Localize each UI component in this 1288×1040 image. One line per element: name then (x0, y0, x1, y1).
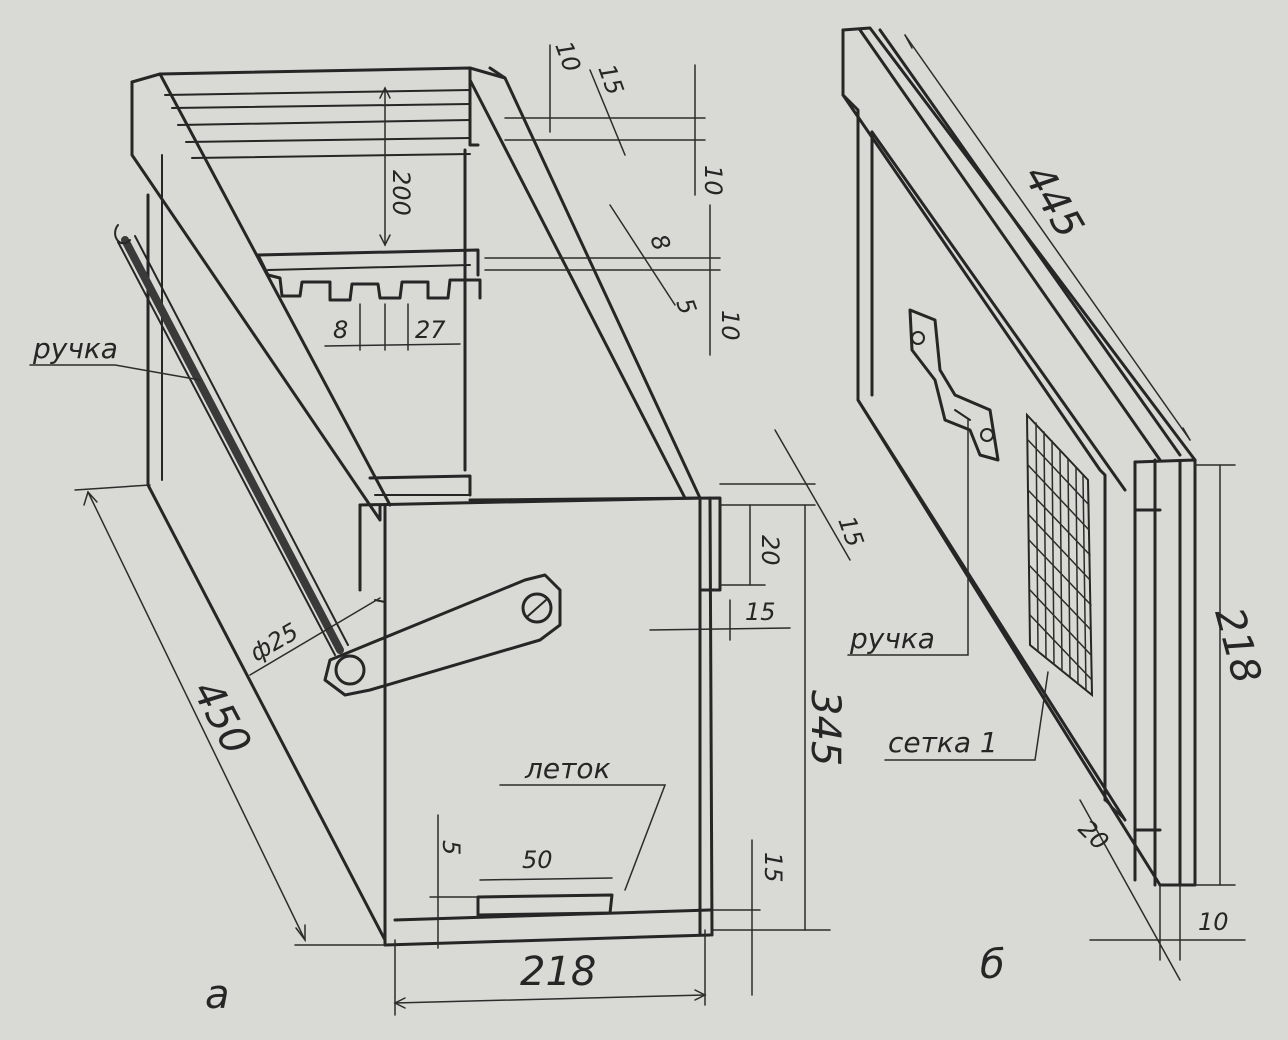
dim-200: 200 (387, 170, 415, 216)
dim-comb-27: 27 (415, 316, 446, 344)
dim-front-15-top: 15 (832, 512, 869, 550)
dim-entrance-5: 5 (437, 840, 465, 855)
dim-front-20: 20 (756, 535, 784, 566)
dimension-lines (29, 44, 851, 1016)
dimension-lines-b (847, 34, 1246, 981)
dim-comb-8: 8 (333, 316, 348, 344)
dim-width-218: 218 (520, 949, 596, 995)
front-panel (358, 496, 714, 947)
dim-entrance-50: 50 (522, 846, 553, 874)
label-handle-a: ручка (32, 332, 118, 365)
dim-rebate-8: 8 (644, 230, 676, 254)
dim-top-15: 15 (592, 60, 629, 98)
label-entrance: леток (524, 752, 611, 785)
figure-letter-a: а (205, 972, 230, 1018)
entrance (476, 893, 614, 917)
dim-height-345: 345 (802, 690, 848, 766)
top-rails (164, 66, 722, 592)
dim-length-445: 445 (1014, 157, 1092, 246)
dim-length-450: 450 (183, 673, 259, 762)
dim-top-10: 10 (549, 37, 586, 75)
handle-b (908, 308, 1000, 462)
dim-thickness-10: 10 (1198, 908, 1229, 936)
comb-rebate (256, 248, 482, 302)
dim-rebate-5: 5 (670, 294, 702, 318)
dim-height-218-b: 218 (1205, 603, 1269, 689)
handle (114, 224, 562, 697)
inner-frame-b (841, 93, 1127, 822)
dim-bottom-15: 15 (759, 852, 787, 883)
figure-letter-b: б (980, 942, 1005, 988)
inner-frame (368, 474, 472, 497)
figure-a: 200 10 15 10 8 5 10 8 27 450 218 345 20 … (29, 37, 869, 1018)
board-outline (841, 26, 1197, 887)
mesh-grid (1025, 412, 1094, 698)
dim-handle-diameter: ф25 (245, 617, 303, 667)
figure-b: 445 218 20 10 ручка сетка 1 б (841, 26, 1270, 988)
dim-rebate-10-lower: 10 (716, 310, 744, 341)
dim-rebate-10-upper: 10 (699, 165, 727, 196)
label-mesh: сетка 1 (888, 726, 998, 759)
dim-front-15-side: 15 (745, 598, 776, 626)
label-handle-b: ручка (849, 622, 935, 655)
